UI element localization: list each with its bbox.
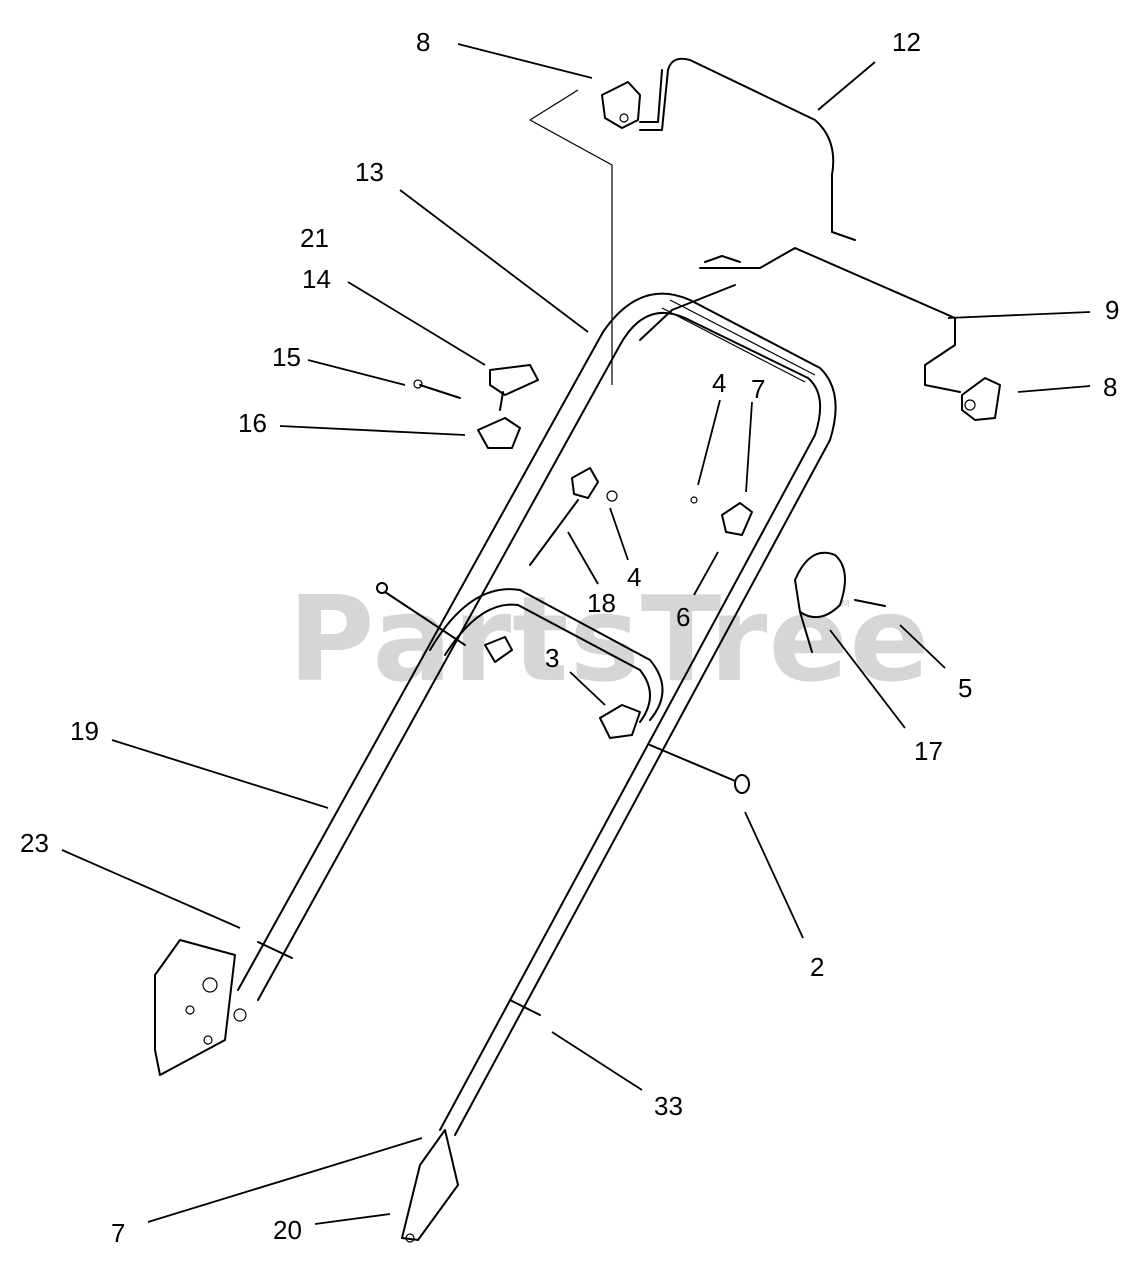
callout-8-top: 8 (416, 27, 430, 57)
part-16 (477, 417, 521, 449)
callout-4-lower: 4 (627, 562, 641, 592)
callout-21: 21 (300, 223, 329, 253)
callout-23: 23 (20, 828, 49, 858)
block-3 (599, 704, 641, 739)
callout-3: 3 (545, 643, 559, 673)
callout-14: 14 (302, 264, 331, 294)
callout-16: 16 (238, 408, 267, 438)
callout-2: 2 (810, 952, 824, 982)
bracket-8-top (601, 81, 641, 129)
callout-7-lower: 7 (111, 1218, 125, 1248)
leader-lines (61, 43, 1091, 1225)
callout-5: 5 (958, 673, 972, 703)
callout-19: 19 (70, 716, 99, 746)
assembly-line (529, 89, 613, 385)
callout-15: 15 (272, 342, 301, 372)
bracket-23 (154, 939, 293, 1076)
callout-8-right: 8 (1103, 372, 1117, 402)
lower-cross-handle (429, 588, 664, 723)
bolt-left (376, 582, 513, 663)
watermark-trademark: TM (834, 599, 850, 610)
bolt-2 (649, 744, 750, 794)
control-bar-9 (639, 247, 961, 393)
callout-18: 18 (587, 588, 616, 618)
callout-13: 13 (355, 157, 384, 187)
callout-6: 6 (676, 602, 690, 632)
upper-bail-12 (639, 57, 856, 241)
clip-6-7 (690, 496, 753, 536)
bracket-8-right (961, 377, 1001, 421)
callout-33: 33 (654, 1091, 683, 1121)
knob-17 (794, 551, 886, 653)
callout-17: 17 (914, 736, 943, 766)
upper-handle (237, 292, 837, 1136)
clamp-assembly (529, 467, 618, 566)
callout-4-upper: 4 (712, 368, 726, 398)
callout-20: 20 (273, 1215, 302, 1245)
callout-12: 12 (892, 27, 921, 57)
end-piece-20 (401, 999, 541, 1243)
callout-9: 9 (1105, 295, 1119, 325)
part-14 (489, 364, 539, 411)
callout-7-upper: 7 (751, 374, 765, 404)
callout-labels: 8 12 13 21 14 15 16 9 8 4 7 4 18 6 5 3 1… (20, 27, 1119, 1248)
part-15 (413, 379, 461, 399)
